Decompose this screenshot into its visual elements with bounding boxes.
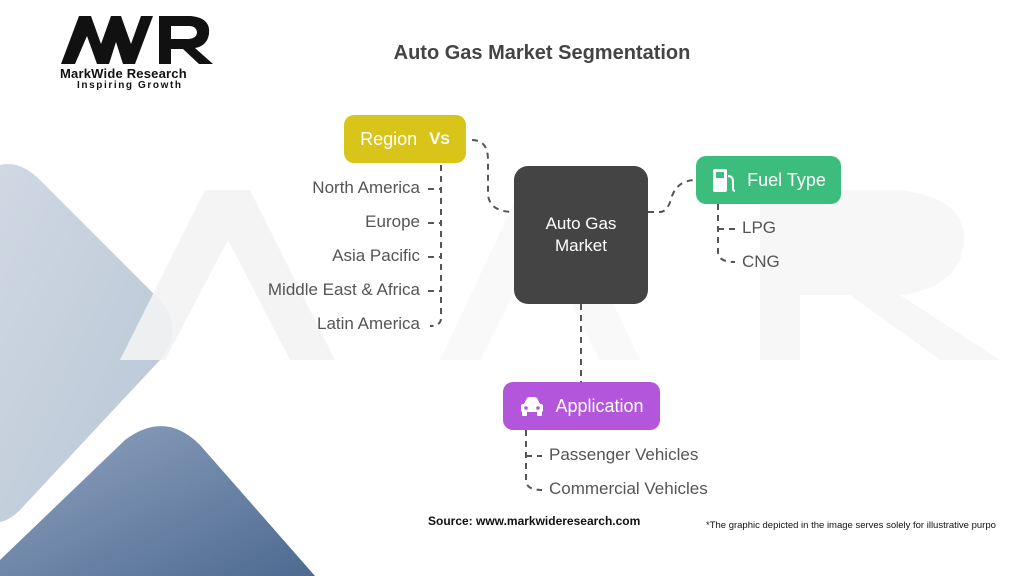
logo-brand: MarkWide Research [60,66,187,81]
region-item: North America [312,178,420,197]
center-label-line2: Market [555,236,607,255]
region-item: Europe [365,212,420,231]
logo: MarkWide Research Inspiring Growth [55,10,225,95]
region-item: Asia Pacific [332,246,420,265]
mwr-logo-mark [61,16,213,64]
application-item: Commercial Vehicles [549,479,708,498]
region-node: Region VS [344,115,466,163]
fuel-item: CNG [742,252,780,271]
fuel-type-label: Fuel Type [747,169,826,190]
region-item: Middle East & Africa [267,280,420,299]
car-icon [521,397,544,416]
application-node: Application [503,382,660,430]
disclaimer-text: *The graphic depicted in the image serve… [706,520,996,531]
region-item: Latin America [317,314,420,333]
page-title: Auto Gas Market Segmentation [393,42,691,64]
application-label: Application [555,395,644,416]
logo-tagline: Inspiring Growth [77,80,183,91]
center-node: Auto Gas Market [514,166,648,304]
fuel-item: LPG [742,218,777,237]
fuel-type-node: Fuel Type [696,156,841,204]
source-text: Source: www.markwideresearch.com [428,514,641,528]
application-item: Passenger Vehicles [549,445,699,464]
region-label: Region [360,128,418,149]
vs-icon: VS [429,129,450,148]
fuel-pump-icon [713,169,736,192]
center-label-line1: Auto Gas [545,214,617,233]
